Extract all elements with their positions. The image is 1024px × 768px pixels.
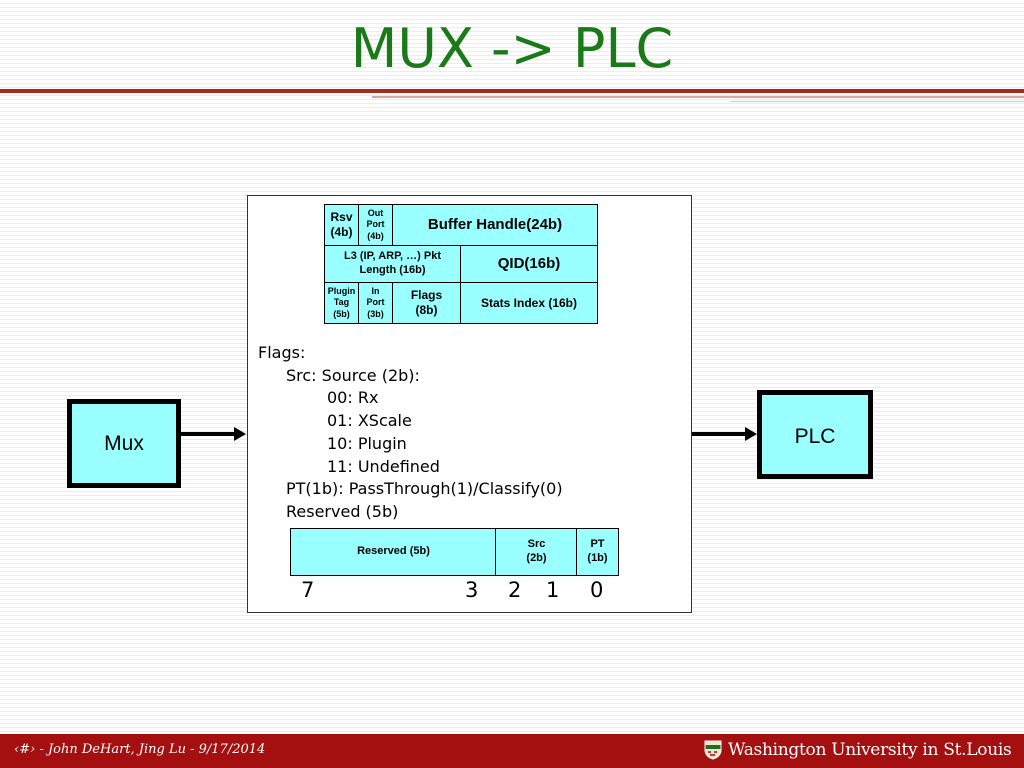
bits-pt: PT (1b) [576, 528, 619, 576]
mux-label: Mux [104, 431, 144, 455]
field-out-port: Out Port (4b) [358, 204, 393, 246]
panel-to-plc-arrow [692, 432, 746, 436]
flags-reserved-line: Reserved (5b) [286, 502, 399, 521]
flags-pt-line: PT(1b): PassThrough(1)/Classify(0) [286, 479, 563, 498]
plc-box: PLC [757, 390, 873, 479]
mux-arrow-head [234, 427, 246, 441]
slide-title: MUX -> PLC [350, 17, 674, 80]
src-value-xscale: 01: XScale [327, 411, 412, 430]
src-value-rx: 00: Rx [327, 388, 379, 407]
plc-arrow-head [745, 427, 757, 441]
footer-caption: ‹#› - John DeHart, Jing Lu - 9/17/2014 [14, 742, 266, 757]
field-l3-length: L3 (IP, ARP, …) Pkt Length (16b) [324, 245, 461, 283]
field-buffer-handle: Buffer Handle(24b) [392, 204, 598, 246]
bit-number-1: 1 [546, 578, 560, 602]
university-logo: Washington University in St.Louis [704, 740, 1012, 760]
bit-number-0: 0 [590, 578, 604, 602]
university-shield-icon [704, 740, 722, 760]
field-rsv: Rsv (4b) [324, 204, 359, 246]
bit-number-2: 2 [508, 578, 522, 602]
bits-src: Src (2b) [495, 528, 578, 576]
title-divider-tertiary [730, 101, 1024, 102]
field-in-port: In Port (3b) [358, 282, 393, 324]
university-logo-text: Washington University in St.Louis [728, 740, 1012, 760]
bit-number-7: 7 [301, 578, 315, 602]
field-plugin-tag: Plugin Tag (5b) [324, 282, 359, 324]
mux-box: Mux [67, 399, 181, 488]
field-qid: QID(16b) [460, 245, 598, 283]
bit-number-3: 3 [465, 578, 479, 602]
bits-reserved: Reserved (5b) [290, 528, 497, 576]
field-flags: Flags (8b) [392, 282, 461, 324]
mux-to-panel-arrow [181, 432, 235, 436]
title-divider-secondary [372, 96, 1024, 98]
plc-label: PLC [794, 425, 836, 448]
flags-heading: Flags: [258, 343, 306, 362]
src-value-undefined: 11: Undefined [327, 457, 440, 476]
title-divider [0, 89, 1024, 93]
field-stats-index: Stats Index (16b) [460, 282, 598, 324]
flags-src-line: Src: Source (2b): [286, 366, 420, 385]
src-value-plugin: 10: Plugin [327, 434, 407, 453]
footer-bar [0, 734, 1024, 768]
